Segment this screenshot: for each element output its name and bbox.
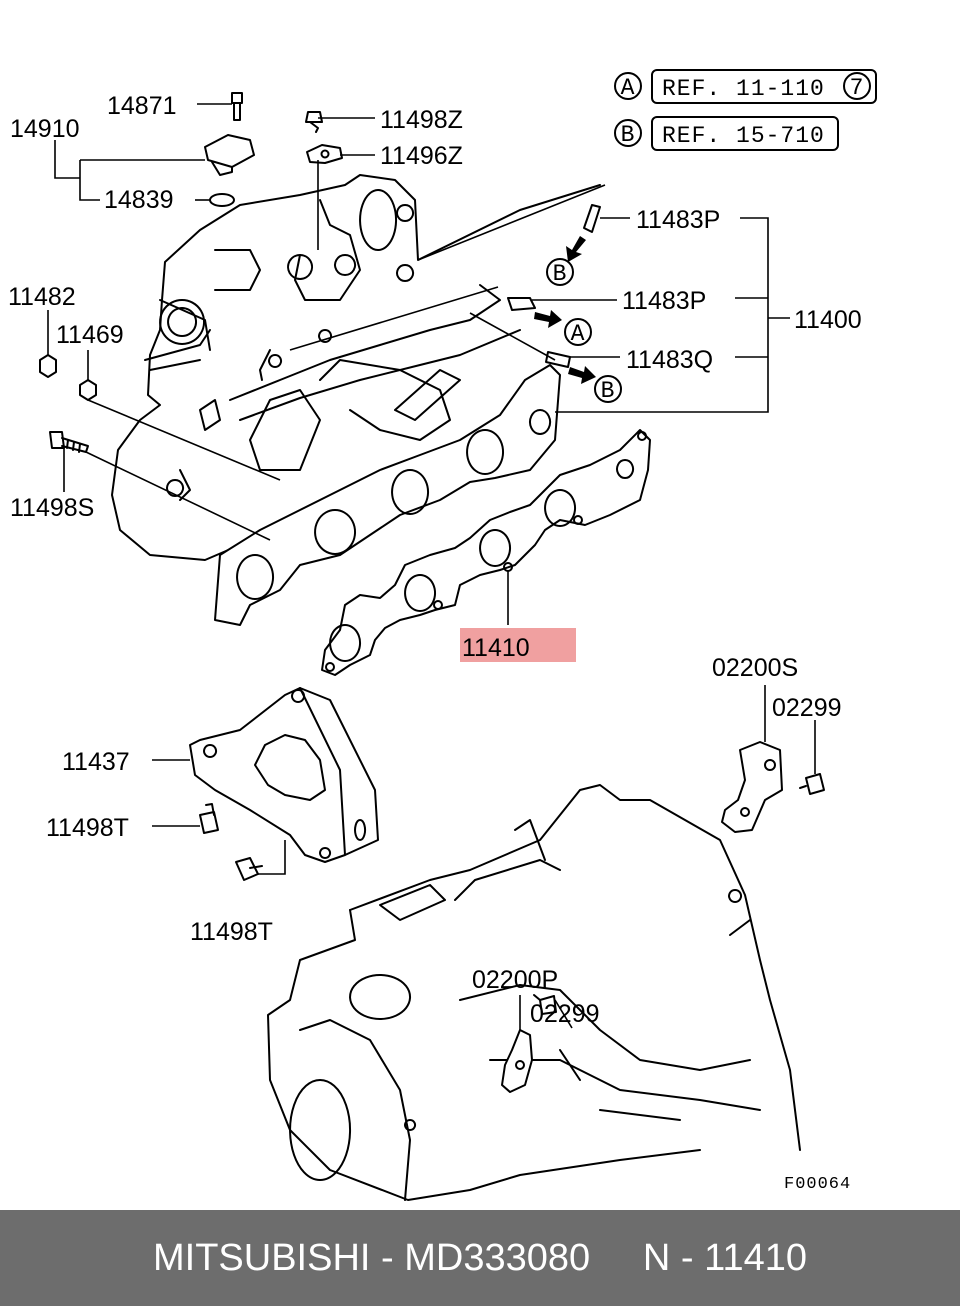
part-label-11483p-top[interactable]: 11483P	[636, 206, 720, 234]
part-label-11482[interactable]: 11482	[8, 283, 76, 311]
parts-diagram: A REF. 11-110 7 B REF. 15-710	[8, 69, 877, 1201]
callout-b-mid-letter: B	[601, 378, 616, 404]
bracket-02200p-drawing	[501, 1029, 533, 1093]
callout-a: A	[564, 318, 592, 347]
part-label-11498s[interactable]: 11498S	[10, 494, 94, 522]
part-label-11483q[interactable]: 11483Q	[626, 346, 713, 374]
ref-a: A REF. 11-110 7	[614, 69, 877, 104]
footer-bar: MITSUBISHI - MD333080 N - 11410	[0, 1210, 960, 1306]
bracket-02200s-drawing	[721, 741, 783, 833]
part-label-11410[interactable]: 11410	[462, 634, 530, 662]
intake-manifold-drawing	[111, 174, 601, 561]
ref-a-number: 7	[850, 75, 865, 101]
part-label-11437[interactable]: 11437	[62, 748, 130, 776]
figure-code: F00064	[784, 1175, 851, 1194]
engine-block-drawing	[267, 784, 801, 1201]
part-label-02200p[interactable]: 02200P	[472, 966, 558, 994]
callout-a-letter: A	[571, 321, 586, 347]
ref-a-circle-letter: A	[621, 75, 636, 101]
part-label-11496z[interactable]: 11496Z	[380, 142, 463, 170]
part-label-14910[interactable]: 14910	[10, 115, 80, 143]
bracket-11437-drawing	[189, 687, 379, 863]
part-label-02299-top[interactable]: 02299	[772, 694, 842, 722]
part-label-02200s[interactable]: 02200S	[712, 654, 798, 682]
callout-b-mid: B	[594, 375, 622, 404]
ref-b-text: REF. 15-710	[662, 123, 825, 149]
footer-caption: MITSUBISHI - MD333080 N - 11410	[153, 1237, 807, 1279]
part-label-11498t-a[interactable]: 11498T	[46, 814, 129, 842]
ref-a-text: REF. 11-110	[662, 76, 825, 102]
gasket-11410-drawing	[321, 429, 651, 676]
part-label-11469[interactable]: 11469	[56, 321, 124, 349]
selected-part-highlight	[460, 628, 576, 662]
leader-lines	[47, 103, 816, 1030]
part-label-11483p-mid[interactable]: 11483P	[622, 287, 706, 315]
part-label-02299-bot[interactable]: 02299	[530, 1000, 600, 1028]
part-label-14839[interactable]: 14839	[104, 186, 174, 214]
manifold-flange-drawing	[214, 364, 561, 626]
ref-b: B REF. 15-710	[614, 116, 839, 151]
part-label-11498z[interactable]: 11498Z	[380, 106, 463, 134]
part-label-11498t-b[interactable]: 11498T	[190, 918, 273, 946]
callout-b-top: B	[546, 258, 574, 287]
callout-b-top-letter: B	[553, 261, 568, 287]
ref-b-circle-letter: B	[621, 122, 636, 148]
hardware-drawings	[39, 92, 825, 1015]
part-label-14871[interactable]: 14871	[107, 92, 177, 120]
part-label-11400[interactable]: 11400	[794, 306, 862, 334]
